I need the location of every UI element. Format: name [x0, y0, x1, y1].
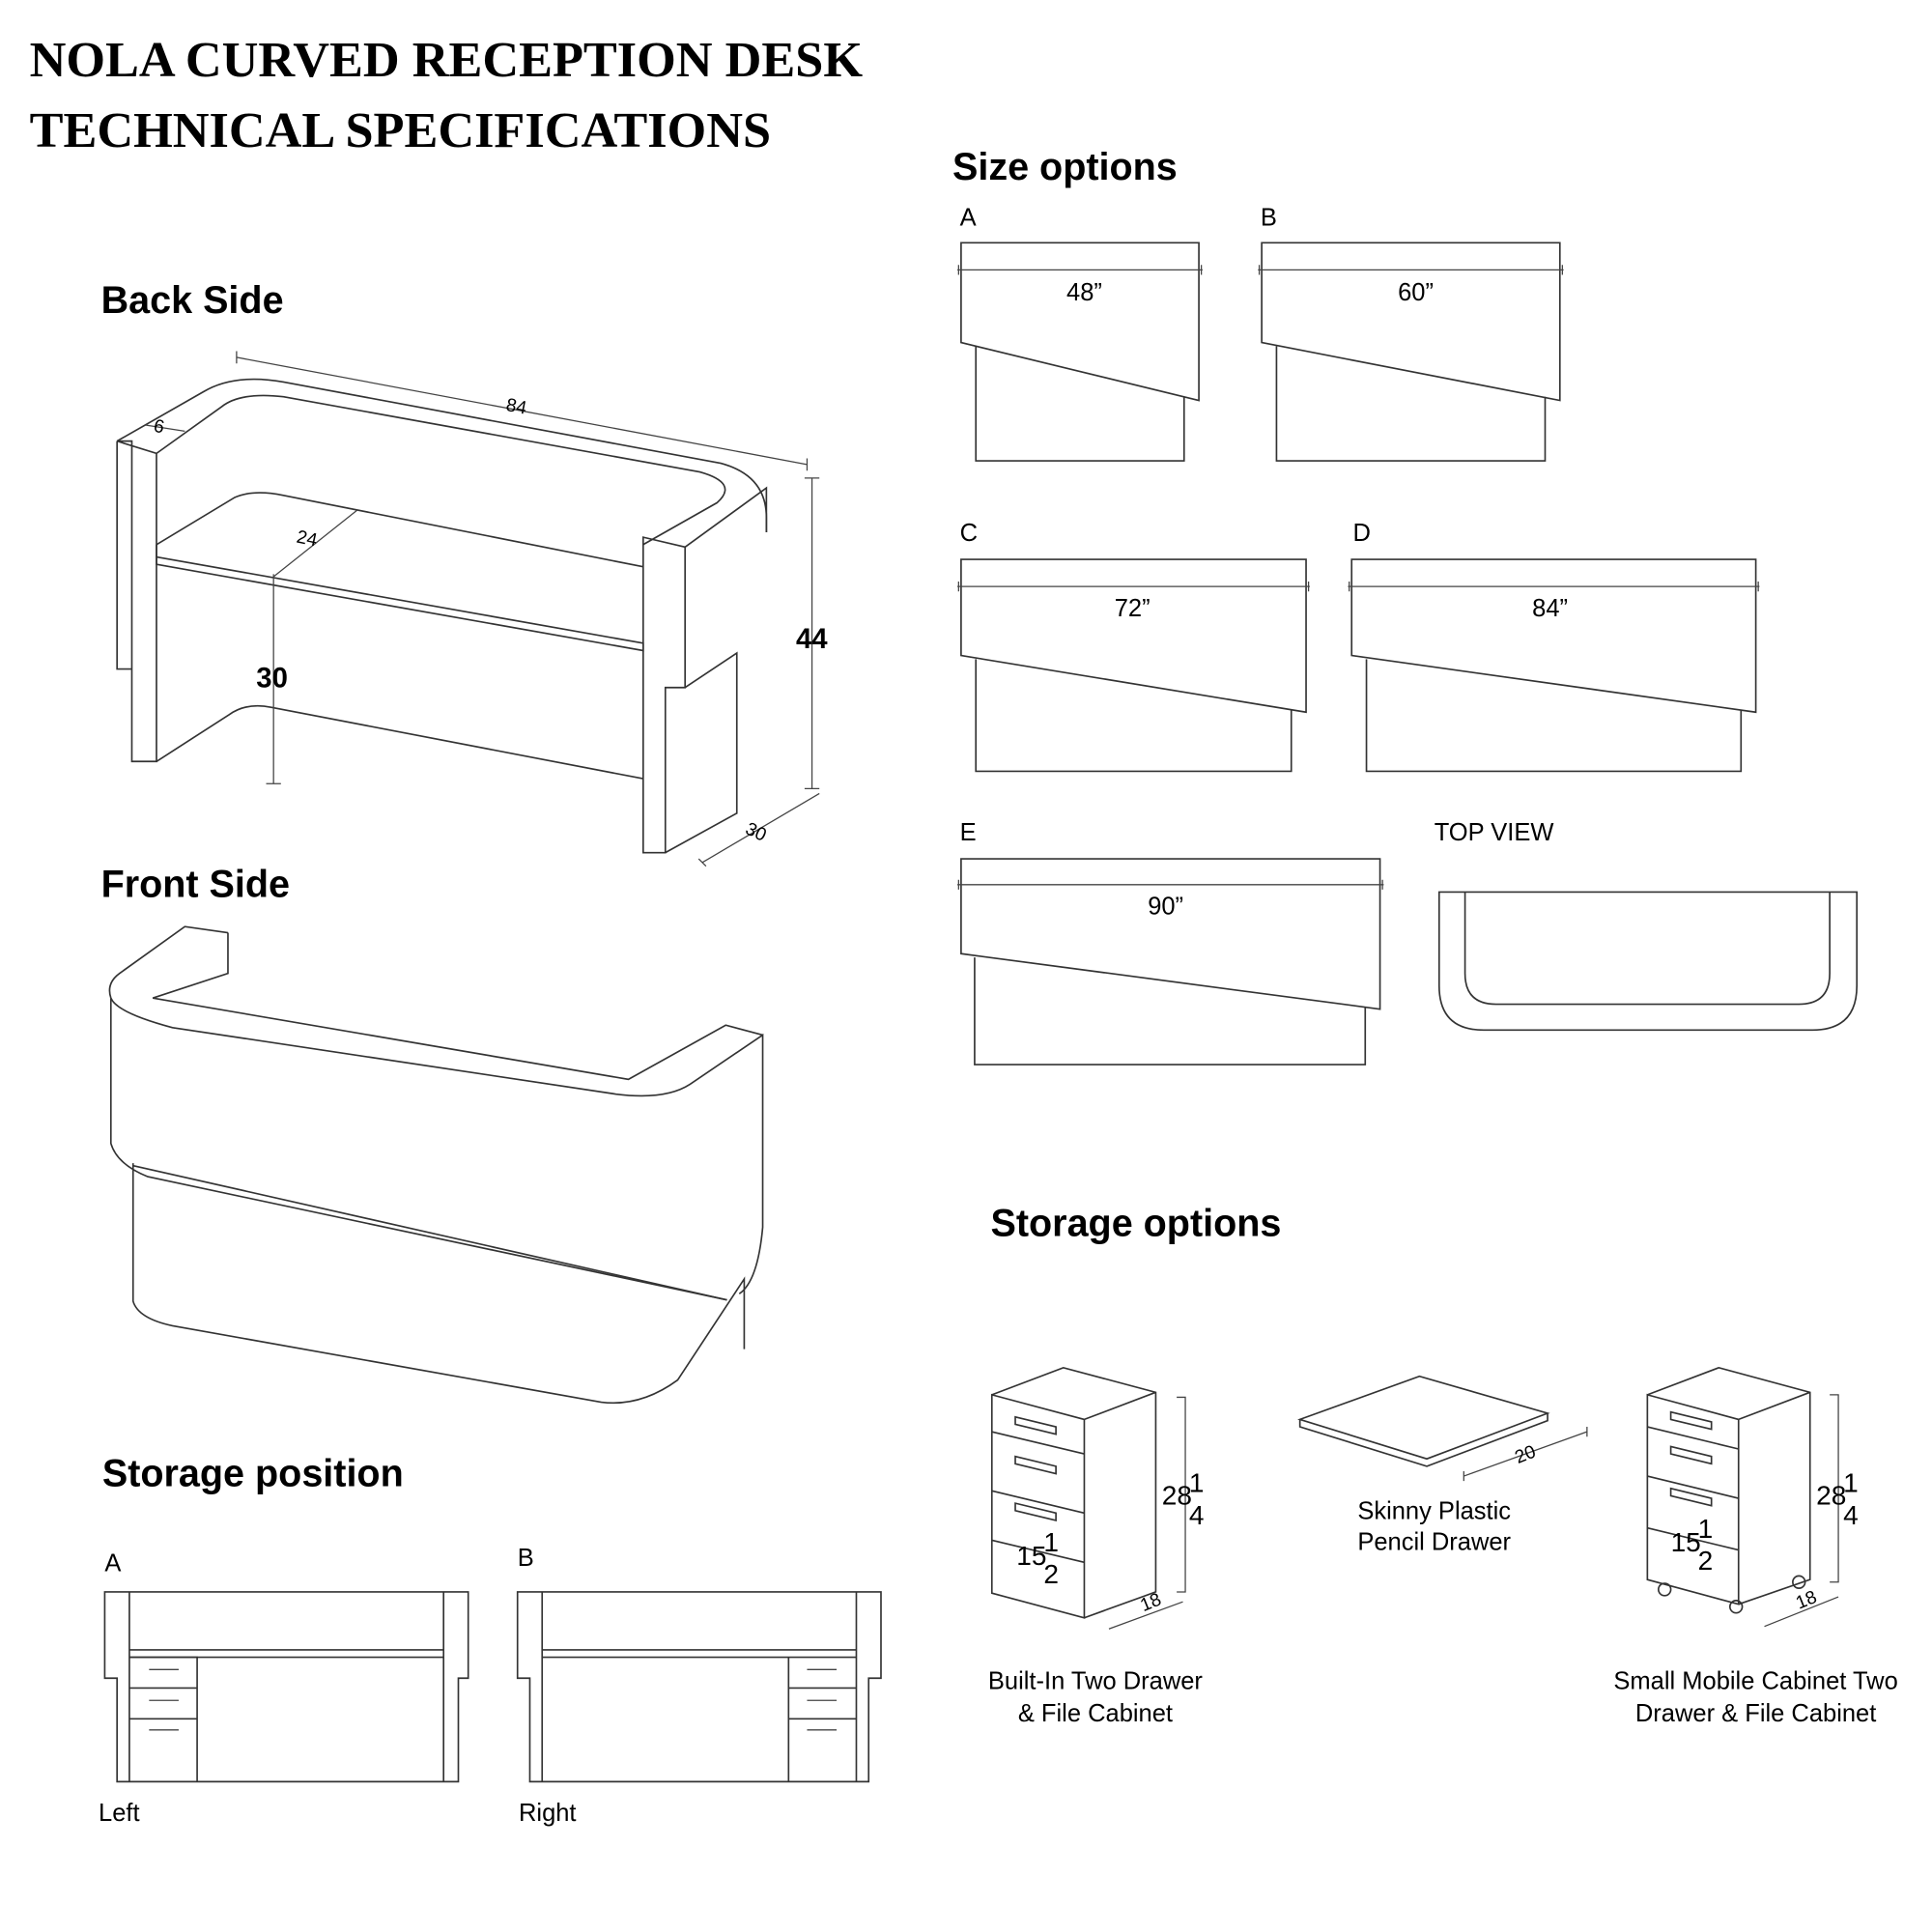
storage-position-b-letter: B	[518, 1545, 534, 1572]
pencil-drawer-depth: 20	[1512, 1441, 1539, 1467]
mobile-cabinet-drawing	[1646, 1366, 1839, 1628]
storage-position-b-caption: Right	[519, 1800, 577, 1827]
size-a-letter: A	[960, 204, 977, 231]
front-side-heading: Front Side	[101, 864, 290, 906]
top-view-label: TOP VIEW	[1435, 819, 1554, 846]
mobile-height-whole: 28	[1816, 1480, 1846, 1510]
mobile-width-num: 1	[1698, 1514, 1714, 1544]
mobile-height-num: 1	[1843, 1468, 1859, 1498]
storage-options-heading: Storage options	[991, 1202, 1282, 1244]
dim-height: 44	[796, 623, 828, 655]
front-side-drawing	[108, 925, 764, 1405]
back-side-heading: Back Side	[101, 279, 284, 322]
size-b-drawing	[1258, 242, 1564, 462]
storage-position-a-caption: Left	[99, 1800, 140, 1827]
built-in-caption-2: & File Cabinet	[1018, 1700, 1173, 1727]
size-a-drawing	[957, 242, 1203, 462]
size-c-letter: C	[960, 520, 978, 547]
mobile-height-den: 4	[1843, 1500, 1859, 1530]
built-in-cabinet-drawing	[990, 1366, 1186, 1630]
size-a-width: 48”	[1066, 279, 1102, 306]
storage-position-heading: Storage position	[102, 1452, 404, 1494]
built-in-depth: 18	[1138, 1590, 1165, 1616]
dim-length: 84	[504, 395, 528, 419]
size-e-letter: E	[960, 819, 977, 846]
built-in-height-num: 1	[1189, 1468, 1205, 1498]
mobile-caption-1: Small Mobile Cabinet Two	[1613, 1668, 1897, 1695]
dim-knee: 30	[256, 663, 288, 695]
built-in-width-whole: 15	[1016, 1541, 1046, 1571]
size-b-width: 60”	[1398, 279, 1434, 306]
size-e-width: 90”	[1148, 893, 1183, 920]
storage-position-b-drawing	[516, 1591, 882, 1783]
title-line-1: NOLA CURVED RECEPTION DESK	[30, 32, 864, 88]
built-in-width-den: 2	[1043, 1559, 1059, 1589]
size-c-drawing	[957, 558, 1310, 773]
mobile-width-whole: 15	[1671, 1527, 1701, 1557]
size-e-drawing	[957, 858, 1384, 1065]
back-side-drawing	[116, 351, 820, 867]
built-in-width-num: 1	[1043, 1527, 1059, 1557]
mobile-depth: 18	[1793, 1587, 1820, 1613]
size-b-letter: B	[1261, 204, 1277, 231]
title-line-2: TECHNICAL SPECIFICATIONS	[30, 102, 771, 158]
size-d-width: 84”	[1532, 595, 1568, 622]
pencil-drawer-caption-1: Skinny Plastic	[1357, 1498, 1511, 1525]
dim-depth: 6	[152, 416, 166, 439]
storage-position-a-drawing	[103, 1591, 469, 1783]
built-in-height-den: 4	[1189, 1500, 1205, 1530]
size-d-drawing	[1348, 558, 1760, 773]
pencil-drawer-caption-2: Pencil Drawer	[1357, 1529, 1511, 1556]
size-c-width: 72”	[1115, 595, 1151, 622]
size-options-heading: Size options	[952, 146, 1178, 188]
built-in-caption-1: Built-In Two Drawer	[988, 1668, 1204, 1695]
pencil-drawer-drawing	[1297, 1375, 1588, 1482]
dim-width: 30	[742, 819, 769, 846]
top-view-drawing	[1437, 891, 1859, 1032]
storage-position-a-letter: A	[104, 1549, 121, 1577]
mobile-caption-2: Drawer & File Cabinet	[1635, 1700, 1876, 1727]
size-d-letter: D	[1353, 520, 1371, 547]
built-in-height-whole: 28	[1162, 1480, 1192, 1510]
mobile-width-den: 2	[1698, 1546, 1714, 1576]
dim-shelf: 24	[295, 527, 320, 552]
